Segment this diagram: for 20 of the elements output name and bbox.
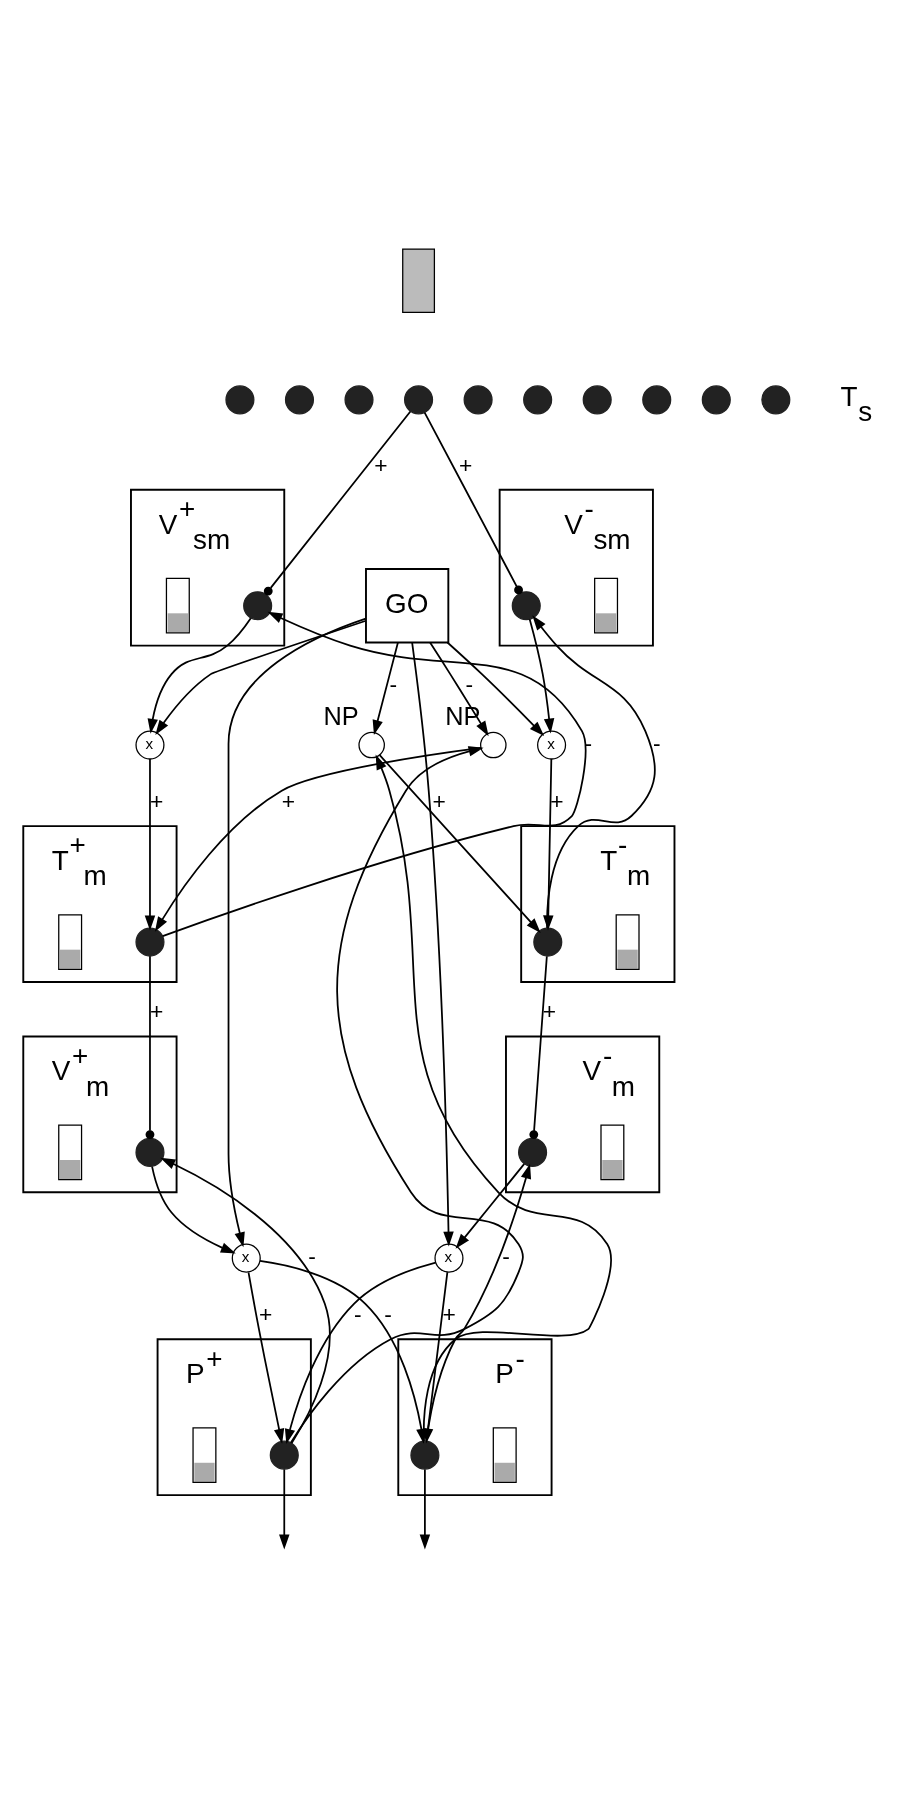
edge-label: - — [308, 1242, 316, 1269]
edge-label: + — [442, 1300, 456, 1327]
edge-label: + — [281, 787, 296, 814]
edge-label: + — [432, 787, 446, 814]
edge-label: + — [550, 787, 564, 814]
edge-label: + — [459, 451, 473, 478]
edge-label: + — [542, 997, 557, 1024]
node-label: NP — [445, 701, 481, 730]
edge-label: - — [353, 1300, 362, 1327]
edge-label: + — [258, 1300, 273, 1327]
edge-label: + — [149, 997, 164, 1024]
edge-label: - — [502, 1242, 510, 1269]
edge-label: - — [465, 670, 474, 697]
edge-label: - — [389, 670, 398, 697]
edge-label: + — [149, 787, 164, 814]
edge-label: + — [374, 451, 388, 478]
edge-label: - — [384, 1300, 392, 1327]
edge-label: - — [584, 729, 593, 756]
node-label: NP — [323, 701, 359, 730]
edge-label: - — [652, 729, 661, 756]
